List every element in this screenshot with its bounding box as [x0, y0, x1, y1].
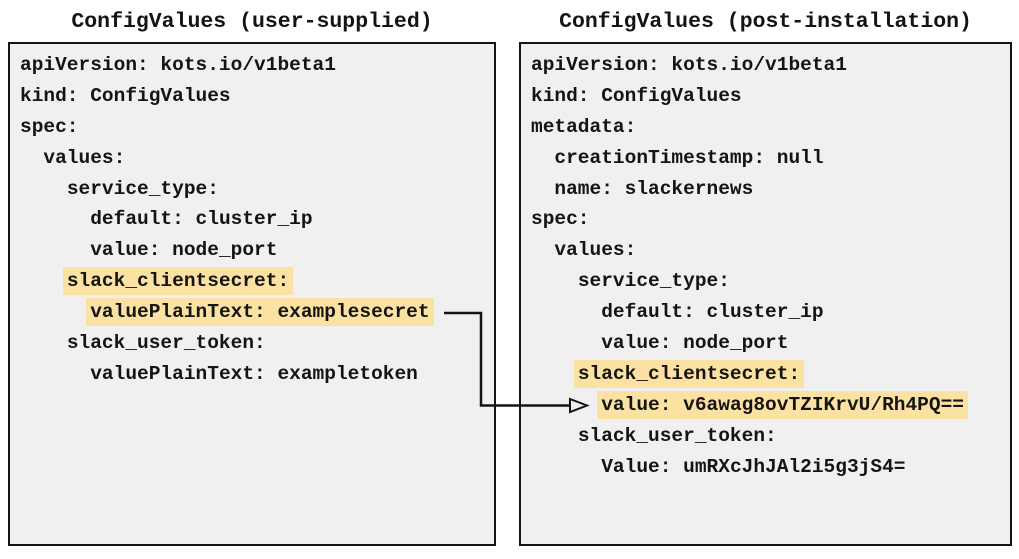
panel-title-post-installation: ConfigValues (post-installation): [559, 10, 972, 34]
yaml-line: creationTimestamp: null: [531, 143, 1000, 174]
yaml-line: slack_clientsecret:: [531, 359, 1000, 390]
yaml-line: valuePlainText: exampletoken: [20, 359, 484, 390]
yaml-text-highlighted: valuePlainText: examplesecret: [86, 298, 434, 327]
yaml-text: values:: [43, 146, 126, 169]
yaml-line: spec:: [531, 204, 1000, 235]
yaml-line: Value: umRXcJhJAl2i5g3jS4=: [531, 452, 1000, 483]
yaml-line: kind: ConfigValues: [531, 81, 1000, 112]
yaml-line: values:: [20, 143, 484, 174]
yaml-line: kind: ConfigValues: [20, 81, 484, 112]
yaml-panel-post-installation: apiVersion: kots.io/v1beta1 kind: ConfigV…: [519, 42, 1012, 546]
yaml-line: default: cluster_ip: [531, 297, 1000, 328]
yaml-text: values:: [554, 239, 637, 262]
yaml-line: service_type:: [531, 266, 1000, 297]
yaml-text: default: cluster_ip: [601, 301, 824, 324]
yaml-line: apiVersion: kots.io/v1beta1: [531, 50, 1000, 81]
yaml-line: apiVersion: kots.io/v1beta1: [20, 50, 484, 81]
yaml-line: value: v6awag8ovTZIKrvU/Rh4PQ==: [531, 390, 1000, 421]
yaml-text: Value: umRXcJhJAl2i5g3jS4=: [601, 455, 906, 478]
yaml-text: service_type:: [66, 177, 219, 200]
yaml-text: kind: ConfigValues: [531, 84, 742, 107]
yaml-text: metadata:: [531, 115, 637, 138]
yaml-line: slack_user_token:: [20, 328, 484, 359]
yaml-text-highlighted: slack_clientsecret:: [573, 359, 805, 388]
yaml-text: creationTimestamp: null: [554, 146, 824, 169]
panel-title-user-supplied: ConfigValues (user-supplied): [71, 10, 433, 34]
yaml-line: values:: [531, 235, 1000, 266]
yaml-text: valuePlainText: exampletoken: [90, 362, 418, 385]
yaml-text: slack_user_token:: [66, 332, 266, 355]
yaml-text: default: cluster_ip: [90, 208, 313, 231]
yaml-line: value: node_port: [20, 235, 484, 266]
yaml-text-highlighted: slack_clientsecret:: [62, 267, 294, 296]
yaml-panel-user-supplied: apiVersion: kots.io/v1beta1 kind: ConfigV…: [8, 42, 496, 546]
yaml-line: valuePlainText: examplesecret: [20, 297, 484, 328]
yaml-text: value: node_port: [90, 239, 278, 262]
yaml-text: spec:: [20, 115, 79, 138]
yaml-text: kind: ConfigValues: [20, 84, 231, 107]
yaml-text: name: slackernews: [554, 177, 754, 200]
yaml-line: slack_clientsecret:: [20, 266, 484, 297]
yaml-text-highlighted: value: v6awag8ovTZIKrvU/Rh4PQ==: [597, 390, 968, 419]
yaml-line: value: node_port: [531, 328, 1000, 359]
yaml-line: spec:: [20, 112, 484, 143]
yaml-line: slack_user_token:: [531, 421, 1000, 452]
yaml-text: service_type:: [577, 270, 730, 293]
yaml-text: slack_user_token:: [577, 424, 777, 447]
yaml-line: default: cluster_ip: [20, 204, 484, 235]
yaml-text: value: node_port: [601, 332, 789, 355]
yaml-line: service_type:: [20, 174, 484, 205]
yaml-text: spec:: [531, 208, 590, 231]
yaml-text: apiVersion: kots.io/v1beta1: [531, 54, 847, 76]
yaml-line: name: slackernews: [531, 174, 1000, 205]
yaml-line: metadata:: [531, 112, 1000, 143]
yaml-text: apiVersion: kots.io/v1beta1: [20, 54, 336, 76]
